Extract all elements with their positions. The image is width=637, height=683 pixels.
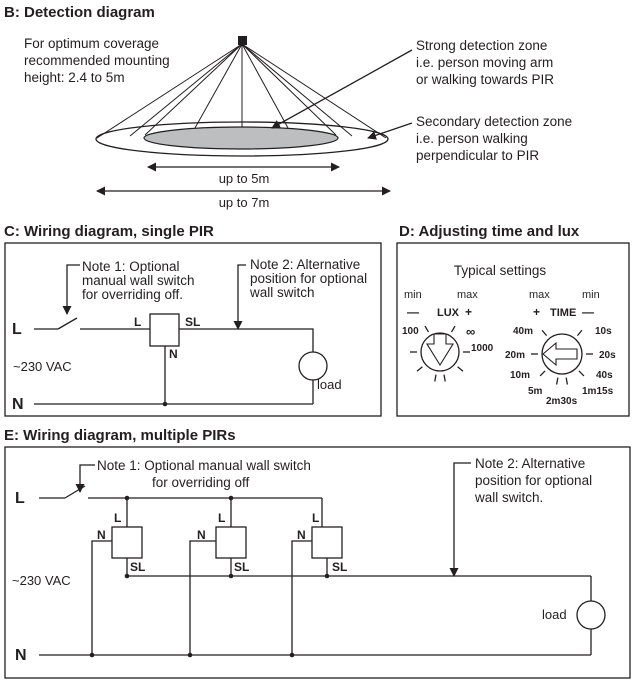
single-note-2: Note 2: Alternative position for optiona… (249, 257, 371, 300)
single-wall-switch (57, 317, 78, 330)
lux-dial[interactable] (410, 325, 470, 382)
section-d-frame (396, 242, 630, 417)
time-mark-40s: 40s (596, 370, 613, 381)
dial-tick (434, 374, 437, 382)
svg-text:SL: SL (332, 560, 347, 574)
lux-mark-1000: 1000 (471, 343, 494, 354)
svg-text:SL: SL (234, 560, 249, 574)
section-e-frame (4, 446, 631, 679)
single-term-n: N (169, 347, 178, 361)
dial-tick (576, 329, 583, 337)
strong-zone-label: Strong detection zone i.e. person moving… (416, 38, 557, 87)
multi-load-lamp (576, 600, 606, 630)
dial-tick (578, 370, 585, 377)
lux-pointer-icon (426, 333, 454, 367)
range-7m-label: up to 7m (219, 195, 270, 210)
time-minus: — (582, 305, 594, 319)
time-mark-1m15s: 1m15s (582, 386, 614, 397)
strong-zone-ellipse (143, 126, 339, 150)
single-note-1-pointer (62, 264, 80, 315)
lux-mark-100: 100 (402, 326, 419, 337)
single-term-l: L (134, 315, 141, 329)
single-voltage-label: ~230 VAC (13, 359, 72, 374)
multi-note-1-pointer (75, 464, 95, 493)
single-term-sl: SL (185, 315, 200, 329)
section-c-single-pir: C: Wiring diagram, single PIR Note 1: Op… (4, 223, 382, 417)
svg-text:N: N (97, 528, 106, 542)
dial-tick (541, 329, 548, 337)
time-dial[interactable] (531, 329, 593, 385)
multi-pir-unit-1: L N SL (89, 495, 145, 658)
multi-voltage-label: ~230 VAC (12, 573, 71, 588)
multi-wall-switch (64, 485, 86, 499)
section-c-heading: C: Wiring diagram, single PIR (4, 223, 214, 240)
time-mark-10s: 10s (595, 326, 612, 337)
range-5m-label: up to 5m (219, 171, 270, 186)
strong-zone-pointer (271, 49, 413, 129)
lux-mark-infinity: ∞ (466, 324, 475, 339)
time-label: TIME (550, 307, 576, 319)
single-note-1: Note 1: Optional manual wall switch for … (82, 259, 198, 302)
section-b-heading: B: Detection diagram (4, 4, 155, 21)
time-max-label: max (529, 289, 550, 301)
time-mark-20s: 20s (599, 350, 616, 361)
time-mark-5m: 5m (528, 386, 543, 397)
single-pir-unit (149, 313, 180, 347)
dial-tick (539, 370, 546, 377)
multi-live-label: L (15, 490, 25, 507)
mounting-height-note: For optimum coverage recommended mountin… (24, 36, 173, 85)
dial-tick (457, 366, 464, 372)
pir-sensor-icon (238, 36, 247, 45)
secondary-zone-pointer (367, 122, 413, 140)
single-switched-live-wire (179, 328, 314, 352)
dial-tick (443, 374, 446, 382)
section-d-adjusting: D: Adjusting time and lux Typical settin… (396, 223, 630, 417)
typical-settings-label: Typical settings (454, 263, 547, 278)
svg-text:L: L (114, 511, 121, 525)
single-note-2-pointer (233, 264, 246, 330)
time-pointer-icon (542, 341, 578, 367)
dial-tick (450, 325, 456, 333)
single-load-lamp (298, 351, 328, 381)
section-e-heading: E: Wiring diagram, multiple PIRs (4, 427, 236, 444)
svg-text:N: N (297, 528, 306, 542)
multi-pir-unit-2: L N SL (187, 495, 249, 658)
multi-load-label: load (542, 607, 567, 622)
single-load-label: load (317, 377, 342, 392)
multi-note-2-pointer (449, 462, 471, 577)
section-c-frame (4, 242, 382, 417)
section-d-heading: D: Adjusting time and lux (399, 223, 580, 240)
time-min-label: min (582, 289, 600, 301)
dial-tick (555, 377, 559, 385)
svg-text:SL: SL (130, 560, 145, 574)
secondary-zone-label: Secondary detection zone i.e. person wal… (416, 114, 576, 163)
time-mark-20m: 20m (505, 350, 525, 361)
lux-min-label: min (404, 289, 422, 301)
single-neutral-label: N (12, 396, 24, 413)
multi-neutral-label: N (15, 647, 27, 664)
multi-note-2: Note 2: Alternative position for optiona… (474, 456, 596, 505)
svg-text:N: N (197, 528, 206, 542)
multi-pir-unit-3: L N SL (289, 498, 347, 658)
dial-tick (565, 377, 569, 385)
lux-max-label: max (457, 289, 478, 301)
time-mark-40m: 40m (513, 326, 533, 337)
lux-minus: — (407, 305, 419, 319)
time-mark-2m30s: 2m30s (546, 396, 578, 407)
lux-label: LUX (437, 307, 460, 319)
multi-note-1: Note 1: Optional manual wall switch for … (97, 458, 315, 490)
time-mark-10m: 10m (510, 370, 530, 381)
single-junction-dot (162, 401, 168, 407)
dial-tick (416, 366, 423, 372)
section-e-multiple-pirs: E: Wiring diagram, multiple PIRs Note 1:… (4, 427, 631, 679)
dial-tick (424, 325, 430, 333)
svg-text:L: L (312, 511, 319, 525)
svg-text:L: L (218, 511, 225, 525)
section-b-detection-diagram: B: Detection diagram For optimum coverag… (4, 4, 576, 210)
detection-cone-lines (96, 43, 387, 139)
single-live-label: L (12, 321, 22, 338)
time-plus: + (533, 305, 540, 319)
lux-plus: + (465, 305, 472, 319)
